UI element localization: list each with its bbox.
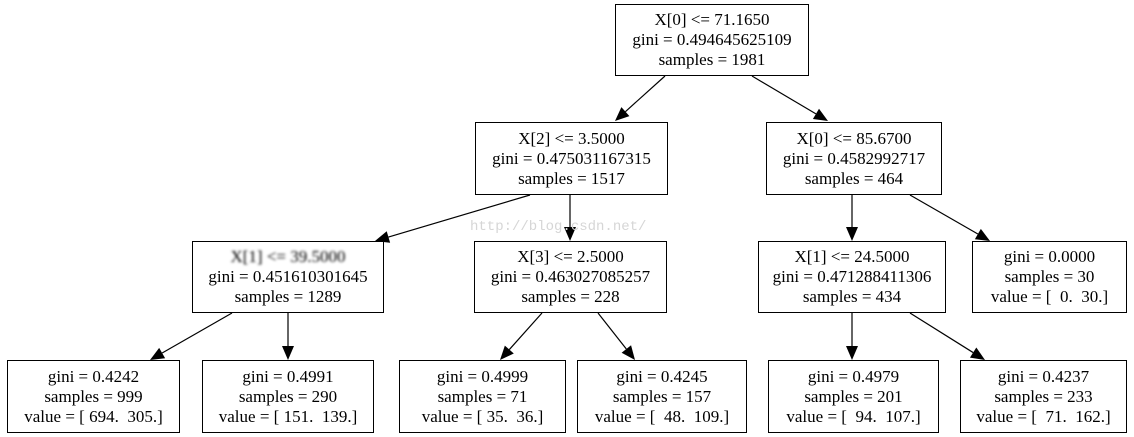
tree-leaf: gini = 0.4991 samples = 290 value = [ 15… <box>202 360 374 433</box>
tree-leaf-right-right: gini = 0.0000 samples = 30 value = [ 0. … <box>972 241 1127 313</box>
split-condition: X[2] <= 3.5000 <box>518 128 625 148</box>
gini: gini = 0.463027085257 <box>490 267 651 286</box>
tree-edge <box>909 194 979 235</box>
tree-leaf: gini = 0.4245 samples = 157 value = [ 48… <box>577 360 747 433</box>
samples: samples = 1517 <box>518 168 625 188</box>
arrowhead <box>812 108 828 121</box>
split-condition: X[0] <= 85.6700 <box>796 128 912 148</box>
gini: gini = 0.4999 <box>436 366 529 386</box>
samples: samples = 1981 <box>658 50 766 69</box>
arrowhead <box>846 346 858 360</box>
samples: samples = 233 <box>994 386 1093 406</box>
samples: samples = 464 <box>804 168 904 188</box>
value: value = [ 71. 162.] <box>976 406 1111 426</box>
tree-edge <box>161 312 233 354</box>
samples: samples = 434 <box>802 287 902 306</box>
samples: samples = 71 <box>437 386 528 406</box>
value: value = [ 0. 30.] <box>990 287 1109 306</box>
tree-node-left-left: X[1] <= 39.5000 gini = 0.451610301645 sa… <box>192 241 384 313</box>
samples: samples = 30 <box>1004 267 1095 286</box>
tree-node-right: X[0] <= 85.6700 gini = 0.4582992717 samp… <box>766 122 942 195</box>
value: value = [ 35. 36.] <box>421 406 544 426</box>
tree-node-root: X[0] <= 71.1650 gini = 0.494645625109 sa… <box>615 4 809 76</box>
samples: samples = 1289 <box>234 287 342 306</box>
value: value = [ 48. 109.] <box>594 406 730 426</box>
gini: gini = 0.4991 <box>242 366 334 386</box>
tree-edge <box>388 194 531 238</box>
samples: samples = 201 <box>804 386 903 406</box>
arrowhead <box>969 347 985 360</box>
gini: gini = 0.4245 <box>616 366 708 386</box>
gini: gini = 0.451610301645 <box>208 267 368 286</box>
arrowhead <box>150 347 166 360</box>
split-condition: X[1] <= 39.5000 <box>230 247 346 266</box>
tree-leaf: gini = 0.4979 samples = 201 value = [ 94… <box>768 360 939 433</box>
gini: gini = 0.471288411306 <box>772 267 932 286</box>
value: value = [ 151. 139.] <box>218 406 358 426</box>
tree-edge <box>751 75 817 115</box>
tree-edge <box>909 312 974 354</box>
samples: samples = 157 <box>612 386 712 406</box>
arrowhead <box>375 231 391 243</box>
gini: gini = 0.4242 <box>47 366 140 386</box>
tree-node-left-right: X[3] <= 2.5000 gini = 0.463027085257 sam… <box>474 241 667 313</box>
tree-leaf: gini = 0.4237 samples = 233 value = [ 71… <box>960 360 1127 433</box>
tree-node-right-left: X[1] <= 24.5000 gini = 0.471288411306 sa… <box>758 241 946 313</box>
tree-edge <box>508 312 543 350</box>
gini: gini = 0.4582992717 <box>782 148 926 168</box>
tree-leaf: gini = 0.4242 samples = 999 value = [ 69… <box>7 360 180 433</box>
samples: samples = 228 <box>521 287 620 306</box>
value: value = [ 694. 305.] <box>24 406 163 426</box>
split-condition: X[0] <= 71.1650 <box>654 10 770 29</box>
gini: gini = 0.4237 <box>997 366 1090 386</box>
gini: gini = 0.4979 <box>807 366 900 386</box>
arrowhead <box>846 227 858 241</box>
arrowhead <box>500 345 514 360</box>
samples: samples = 999 <box>44 386 143 406</box>
arrowhead <box>564 227 576 241</box>
arrowhead <box>615 107 630 121</box>
tree-leaf: gini = 0.4999 samples = 71 value = [ 35.… <box>399 360 566 433</box>
arrowhead <box>621 345 635 360</box>
tree-edge <box>625 75 666 113</box>
value: value = [ 94. 107.] <box>786 406 921 426</box>
gini: gini = 0.475031167315 <box>492 148 651 168</box>
arrowhead <box>282 346 294 360</box>
gini: gini = 0.494645625109 <box>632 30 792 49</box>
split-condition: X[1] <= 24.5000 <box>794 247 910 266</box>
tree-edge <box>597 312 627 350</box>
split-condition: X[3] <= 2.5000 <box>517 247 624 266</box>
samples: samples = 290 <box>238 386 338 406</box>
gini: gini = 0.0000 <box>1003 247 1096 266</box>
tree-node-left: X[2] <= 3.5000 gini = 0.475031167315 sam… <box>475 122 668 195</box>
arrowhead <box>974 228 990 241</box>
watermark: http://blog.csdn.net/ <box>470 219 647 235</box>
